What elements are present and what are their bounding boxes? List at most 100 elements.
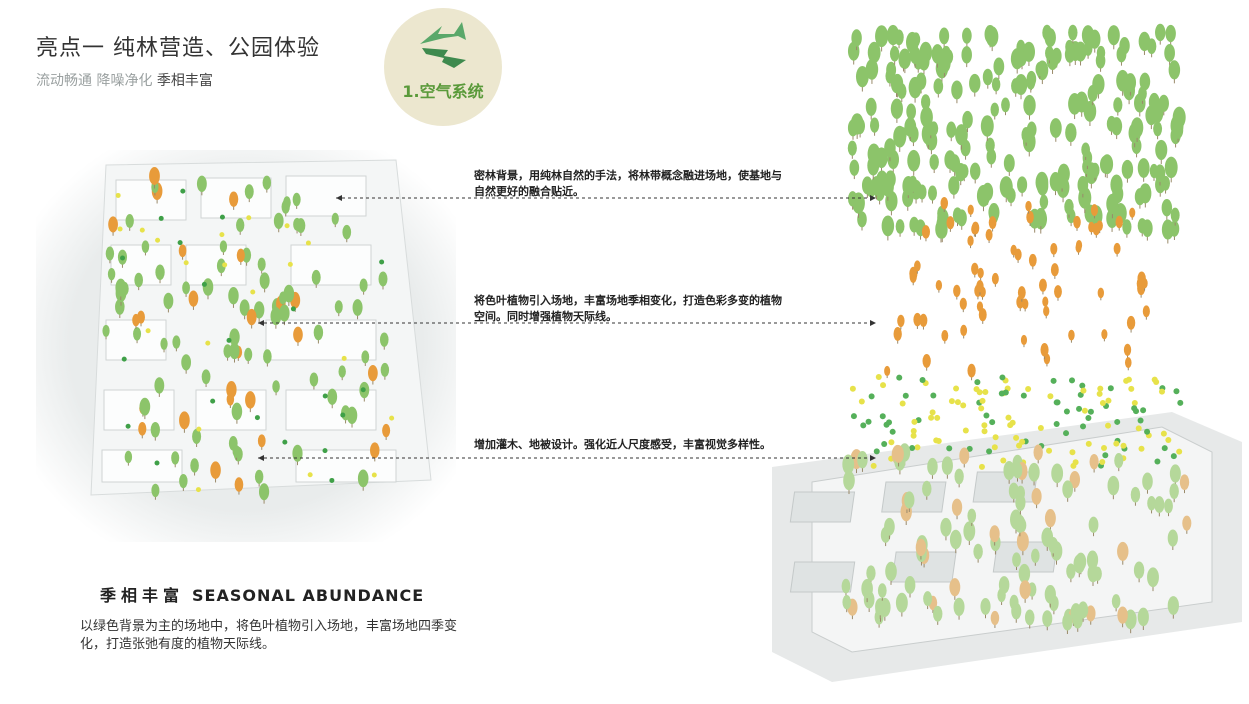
tree-canopy	[311, 269, 321, 285]
tree-canopy	[331, 212, 339, 225]
shrub-dot	[930, 392, 937, 399]
shrub-dot	[981, 428, 988, 435]
shrub-dot	[1099, 399, 1106, 406]
shrub-dot	[322, 393, 328, 399]
tree-canopy	[881, 176, 894, 197]
shrub-dot	[284, 223, 290, 229]
tree-canopy	[1051, 463, 1064, 484]
shrub-dot	[1102, 452, 1109, 459]
shrub-dot	[1069, 449, 1076, 456]
tree-canopy	[102, 324, 110, 337]
page-subtitle: 流动畅通 降噪净化 季相丰富	[36, 70, 213, 90]
tree-canopy	[1139, 183, 1152, 204]
tree-canopy	[108, 216, 118, 233]
shrub-dot	[379, 259, 385, 265]
shrub-dot	[1053, 420, 1060, 427]
tree-canopy	[1065, 123, 1077, 143]
shrub-dot	[1165, 436, 1172, 443]
shrub-dot	[1131, 400, 1138, 407]
tree-canopy	[115, 298, 125, 315]
tree-canopy	[940, 517, 952, 537]
shrub-dot	[305, 240, 311, 246]
shrub-dot	[1105, 422, 1112, 429]
tree-canopy	[1072, 611, 1083, 629]
tree-canopy	[229, 328, 240, 346]
tree-canopy	[955, 124, 968, 146]
shrub-dot	[989, 419, 996, 426]
tree-canopy	[1001, 97, 1010, 113]
shrub-dot	[929, 409, 936, 416]
tree-canopy	[283, 284, 295, 303]
tree-canopy	[922, 354, 931, 368]
tree-canopy	[1147, 496, 1156, 511]
double-arrow-icon	[420, 22, 466, 68]
tree-canopy	[1073, 554, 1086, 574]
shrub-dot	[948, 398, 955, 405]
shrub-dot	[1080, 387, 1087, 394]
tree-canopy	[279, 304, 290, 322]
tree-canopy	[1154, 164, 1166, 183]
tree-canopy	[951, 498, 963, 516]
shrub-dot	[986, 448, 993, 455]
tree-canopy	[953, 284, 961, 298]
page-title: 亮点一 纯林营造、公园体验	[36, 36, 320, 61]
tree-canopy	[980, 597, 991, 615]
tree-canopy	[1012, 552, 1021, 568]
tree-canopy	[926, 121, 935, 136]
tree-canopy	[163, 292, 174, 310]
tree-canopy	[920, 94, 931, 110]
tree-canopy	[990, 610, 1000, 626]
tree-canopy	[1068, 24, 1078, 41]
tree-canopy	[149, 166, 160, 185]
tree-canopy	[976, 184, 991, 207]
shrub-dot	[222, 262, 228, 268]
tree-canopy	[188, 290, 199, 307]
tree-canopy	[1165, 24, 1176, 43]
tree-canopy	[246, 308, 257, 326]
tree-canopy	[346, 406, 358, 425]
shrub-dot	[155, 237, 161, 243]
shrub-dot	[1158, 388, 1165, 395]
shrub-dot	[1070, 462, 1077, 469]
shrub-dot	[1170, 453, 1177, 460]
tree-canopy	[313, 324, 324, 341]
shrub-dot	[322, 448, 328, 454]
tree-canopy	[1023, 94, 1036, 116]
tree-canopy	[1066, 563, 1076, 580]
tree-canopy	[1020, 334, 1028, 346]
tree-canopy	[922, 480, 932, 497]
shrub-dot	[954, 399, 961, 406]
shrub-dot	[1140, 407, 1147, 414]
tree-canopy	[1043, 305, 1050, 317]
tree-canopy	[134, 272, 144, 288]
shrub-dot	[120, 255, 126, 261]
tree-canopy	[949, 154, 961, 173]
tree-canopy	[1141, 278, 1148, 289]
tree-canopy	[861, 176, 873, 195]
shrub-dot	[982, 388, 989, 395]
shrub-dot	[154, 460, 160, 466]
tree-canopy	[855, 65, 869, 88]
shrub-dot	[879, 413, 886, 420]
tree-canopy	[1064, 46, 1075, 63]
shrub-dot	[849, 385, 856, 392]
tree-canopy	[115, 278, 127, 297]
shrub-dot	[1144, 428, 1151, 435]
tree-canopy	[849, 159, 860, 176]
shrub-dot	[973, 386, 980, 393]
shrub-dot	[873, 448, 880, 455]
air-system-badge: 1.空气系统	[384, 8, 502, 126]
tree-canopy	[1101, 329, 1108, 340]
tree-canopy	[985, 229, 993, 241]
shrub-dot	[999, 374, 1006, 381]
tree-canopy	[1040, 343, 1049, 357]
tree-canopy	[971, 223, 978, 235]
shrub-dot	[860, 422, 867, 429]
tree-canopy	[857, 211, 867, 228]
shrub-dot	[139, 227, 145, 233]
site-plan	[36, 150, 456, 542]
tree-canopy	[172, 335, 181, 349]
tree-canopy	[875, 25, 889, 48]
tree-canopy	[904, 576, 916, 594]
tree-canopy	[253, 301, 265, 319]
